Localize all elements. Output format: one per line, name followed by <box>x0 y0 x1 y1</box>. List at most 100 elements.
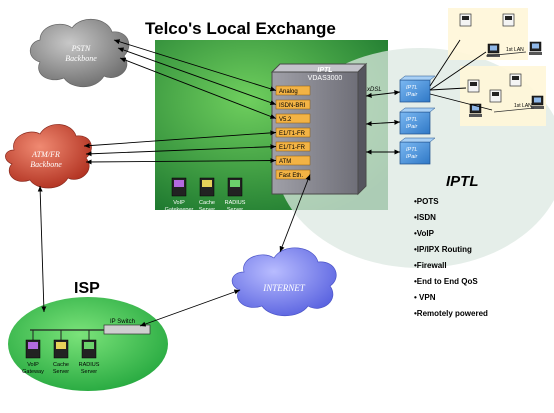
iptl-unit-label: IPTL <box>406 85 418 91</box>
telephone-handset-icon <box>505 16 512 20</box>
vdas-device-side <box>357 62 367 196</box>
lan-label: 1st LAN <box>506 47 524 53</box>
lan-label: 1st LAN <box>514 103 532 109</box>
iptl-unit-top <box>399 75 436 81</box>
radius-server-label: RADIUS <box>225 200 246 206</box>
ip-switch-label: IP Switch <box>110 319 135 325</box>
isp-internet-link <box>139 289 241 327</box>
isp-label: ISP <box>74 280 100 297</box>
device-port-label: E1/T1-FR <box>279 131 306 137</box>
computer-screen-icon <box>490 45 497 51</box>
diagram-title: Telco's Local Exchange <box>145 19 336 38</box>
internet-link <box>279 174 311 253</box>
device-name: IPTL <box>317 67 332 74</box>
telephone-handset-icon <box>512 76 519 80</box>
device-port-label: V5.2 <box>279 117 292 123</box>
pstn-cloud-label: PSTN <box>71 44 91 53</box>
premises-link <box>429 39 461 87</box>
internet-cloud <box>231 247 337 317</box>
voip-gatekeeper-panel <box>174 180 184 187</box>
device-port-label: Fast Eth. <box>279 173 303 179</box>
computer-screen-icon <box>532 43 539 49</box>
xdsl-link <box>365 90 401 98</box>
cache-server-panel <box>202 180 212 187</box>
ip-switch-device <box>103 324 151 335</box>
isp-radius-server-panel <box>84 342 94 349</box>
iptl-feature: •Remotely powered <box>414 309 488 318</box>
iptl-features: •POTS •ISDN •VoIP •IP/IPX Routing •Firewall •… <box>414 197 488 318</box>
device-port-label: Analog <box>279 89 298 95</box>
iptl-feature: •VoIP <box>414 229 435 238</box>
iptl-unit-label: IPair <box>406 154 418 160</box>
iptl-unit-body <box>399 111 431 135</box>
premises-link <box>429 87 467 91</box>
iptl-feature: •POTS <box>414 197 439 206</box>
iptl-link <box>365 119 401 127</box>
isp-atm-link <box>37 185 47 313</box>
keyboard-icon <box>531 106 544 109</box>
isp-cache-server-label: Server <box>53 369 69 375</box>
computer-screen-icon <box>472 105 479 111</box>
iptl-unit-body <box>399 141 431 165</box>
device-port-label: ATM <box>279 159 291 165</box>
voip-gatekeeper-label: Gatekeeper <box>165 207 194 213</box>
iptl-feature: •IP/IPX Routing <box>414 245 472 254</box>
isp-radius-server-label: RADIUS <box>79 362 100 368</box>
isp-cache-server-label: Cache <box>53 362 69 368</box>
iptl-heading: IPTL <box>446 173 479 190</box>
telephone-handset-icon <box>462 16 469 20</box>
atm-cloud-label-2: Backbone <box>30 160 62 169</box>
isp-radius-server-label: Server <box>81 369 97 375</box>
iptl-feature: •Firewall <box>414 261 447 270</box>
iptl-unit-label: IPair <box>406 92 418 98</box>
voip-gatekeeper-label: VoIP <box>173 200 185 206</box>
lan-segment <box>485 51 527 57</box>
telephone-handset-icon <box>492 92 499 96</box>
keyboard-icon <box>469 114 482 117</box>
computer-screen-icon <box>534 97 541 103</box>
atm-link <box>85 158 277 165</box>
iptl-unit-top <box>399 137 436 143</box>
premises-link <box>429 93 493 111</box>
device-port-label: ISDN-BRI <box>279 103 306 109</box>
device-port-label: E1/T1-FR <box>279 145 306 151</box>
iptl-feature: •End to End QoS <box>414 277 478 286</box>
voip-gateway-label: Gateway <box>22 369 44 375</box>
iptl-feature: •ISDN <box>414 213 436 222</box>
connection-lines <box>37 39 493 327</box>
cache-server-label: Server <box>199 207 215 213</box>
iptl-unit-label: IPTL <box>406 147 418 153</box>
atm-link <box>83 130 277 149</box>
atm-link <box>85 144 277 157</box>
iptl-unit-body <box>399 79 431 103</box>
isp-cache-server-panel <box>56 342 66 349</box>
iptl-feature: • VPN <box>414 293 436 302</box>
iptl-unit-label: IPair <box>406 124 418 130</box>
premises-link <box>429 51 487 91</box>
keyboard-icon <box>529 52 542 55</box>
voip-gateway-label: VoIP <box>27 362 39 368</box>
atm-cloud-label: ATM/FR <box>31 150 60 159</box>
atm-fr-backbone-cloud <box>5 124 92 189</box>
cache-server-label: Cache <box>199 200 215 206</box>
iptl-unit-top <box>399 107 436 113</box>
device-model: VDAS3000 <box>308 75 343 82</box>
lan-segment <box>493 107 535 113</box>
radius-server-panel <box>230 180 240 187</box>
internet-cloud-label: INTERNET <box>262 283 306 293</box>
telephone-handset-icon <box>470 82 477 86</box>
radius-server-label: Server <box>227 207 243 213</box>
